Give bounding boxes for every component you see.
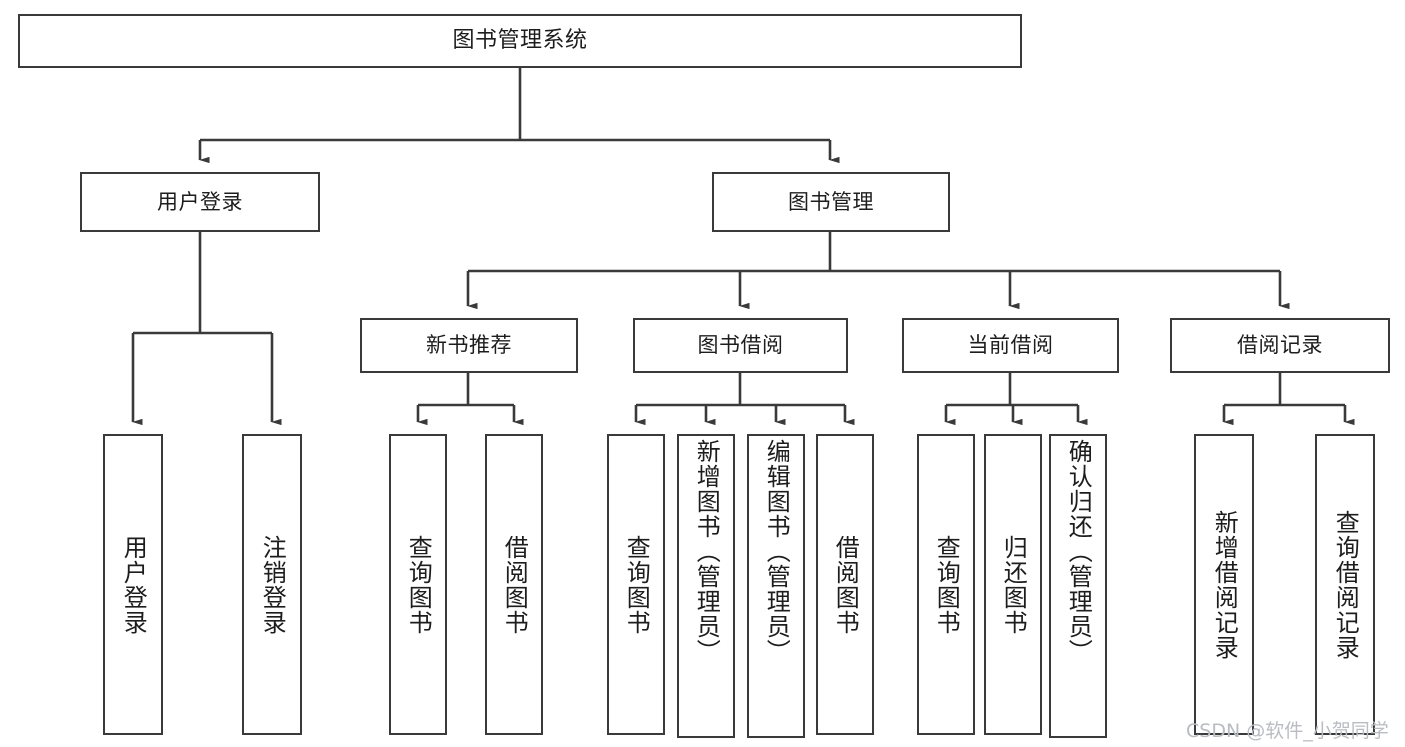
csdn-watermark: CSDN @软件_小贺同学 [1186,720,1389,742]
node-label: 当前借阅 [967,333,1054,358]
node-label: 查询图书 [932,534,961,635]
node-label: 借阅图书 [500,534,529,635]
leaf-record-add-borrow-record[interactable]: 新增借阅记录 [1194,434,1254,735]
node-label: 借阅图书 [831,534,860,635]
leaf-borrow-query-book[interactable]: 查询图书 [607,434,665,735]
node-label: 新增图书（管理员） [692,439,721,664]
node-label: 借阅记录 [1237,333,1323,358]
node-label: 图书管理系统 [452,28,588,54]
node-label: 编辑图书（管理员） [762,439,791,664]
leaf-user-login[interactable]: 用户登录 [103,434,163,735]
node-label: 用户登录 [119,534,148,635]
node-label: 图书管理 [788,189,874,214]
node-book-management[interactable]: 图书管理 [712,172,950,232]
node-borrow-record[interactable]: 借阅记录 [1170,318,1390,373]
leaf-borrow-edit-book-admin[interactable]: 编辑图书（管理员） [747,434,805,738]
leaf-recommend-query-book[interactable]: 查询图书 [389,434,447,735]
node-current-borrow[interactable]: 当前借阅 [902,318,1119,373]
leaf-user-logout[interactable]: 注销登录 [242,434,302,735]
node-label: 查询图书 [404,534,433,635]
leaf-record-query-borrow-record[interactable]: 查询借阅记录 [1315,434,1375,735]
leaf-recommend-borrow-book[interactable]: 借阅图书 [485,434,543,735]
node-label: 确认归还（管理员） [1064,439,1093,664]
node-label: 归还图书 [999,534,1028,635]
node-new-book-recommend[interactable]: 新书推荐 [360,318,578,373]
node-label: 用户登录 [157,189,243,214]
node-label: 新书推荐 [426,333,512,358]
node-label: 新增借阅记录 [1210,509,1239,660]
node-book-borrow[interactable]: 图书借阅 [633,318,848,373]
node-label: 查询图书 [622,534,651,635]
leaf-borrow-borrow-book[interactable]: 借阅图书 [816,434,874,735]
leaf-current-return-book[interactable]: 归还图书 [984,434,1042,735]
node-user-login[interactable]: 用户登录 [80,172,320,232]
leaf-current-confirm-return-admin[interactable]: 确认归还（管理员） [1049,434,1107,738]
leaf-current-query-book[interactable]: 查询图书 [917,434,975,735]
node-label: 图书借阅 [697,333,784,358]
leaf-borrow-add-book-admin[interactable]: 新增图书（管理员） [677,434,735,738]
node-root-system[interactable]: 图书管理系统 [18,14,1022,68]
node-label: 查询借阅记录 [1331,509,1360,660]
node-label: 注销登录 [258,534,287,635]
